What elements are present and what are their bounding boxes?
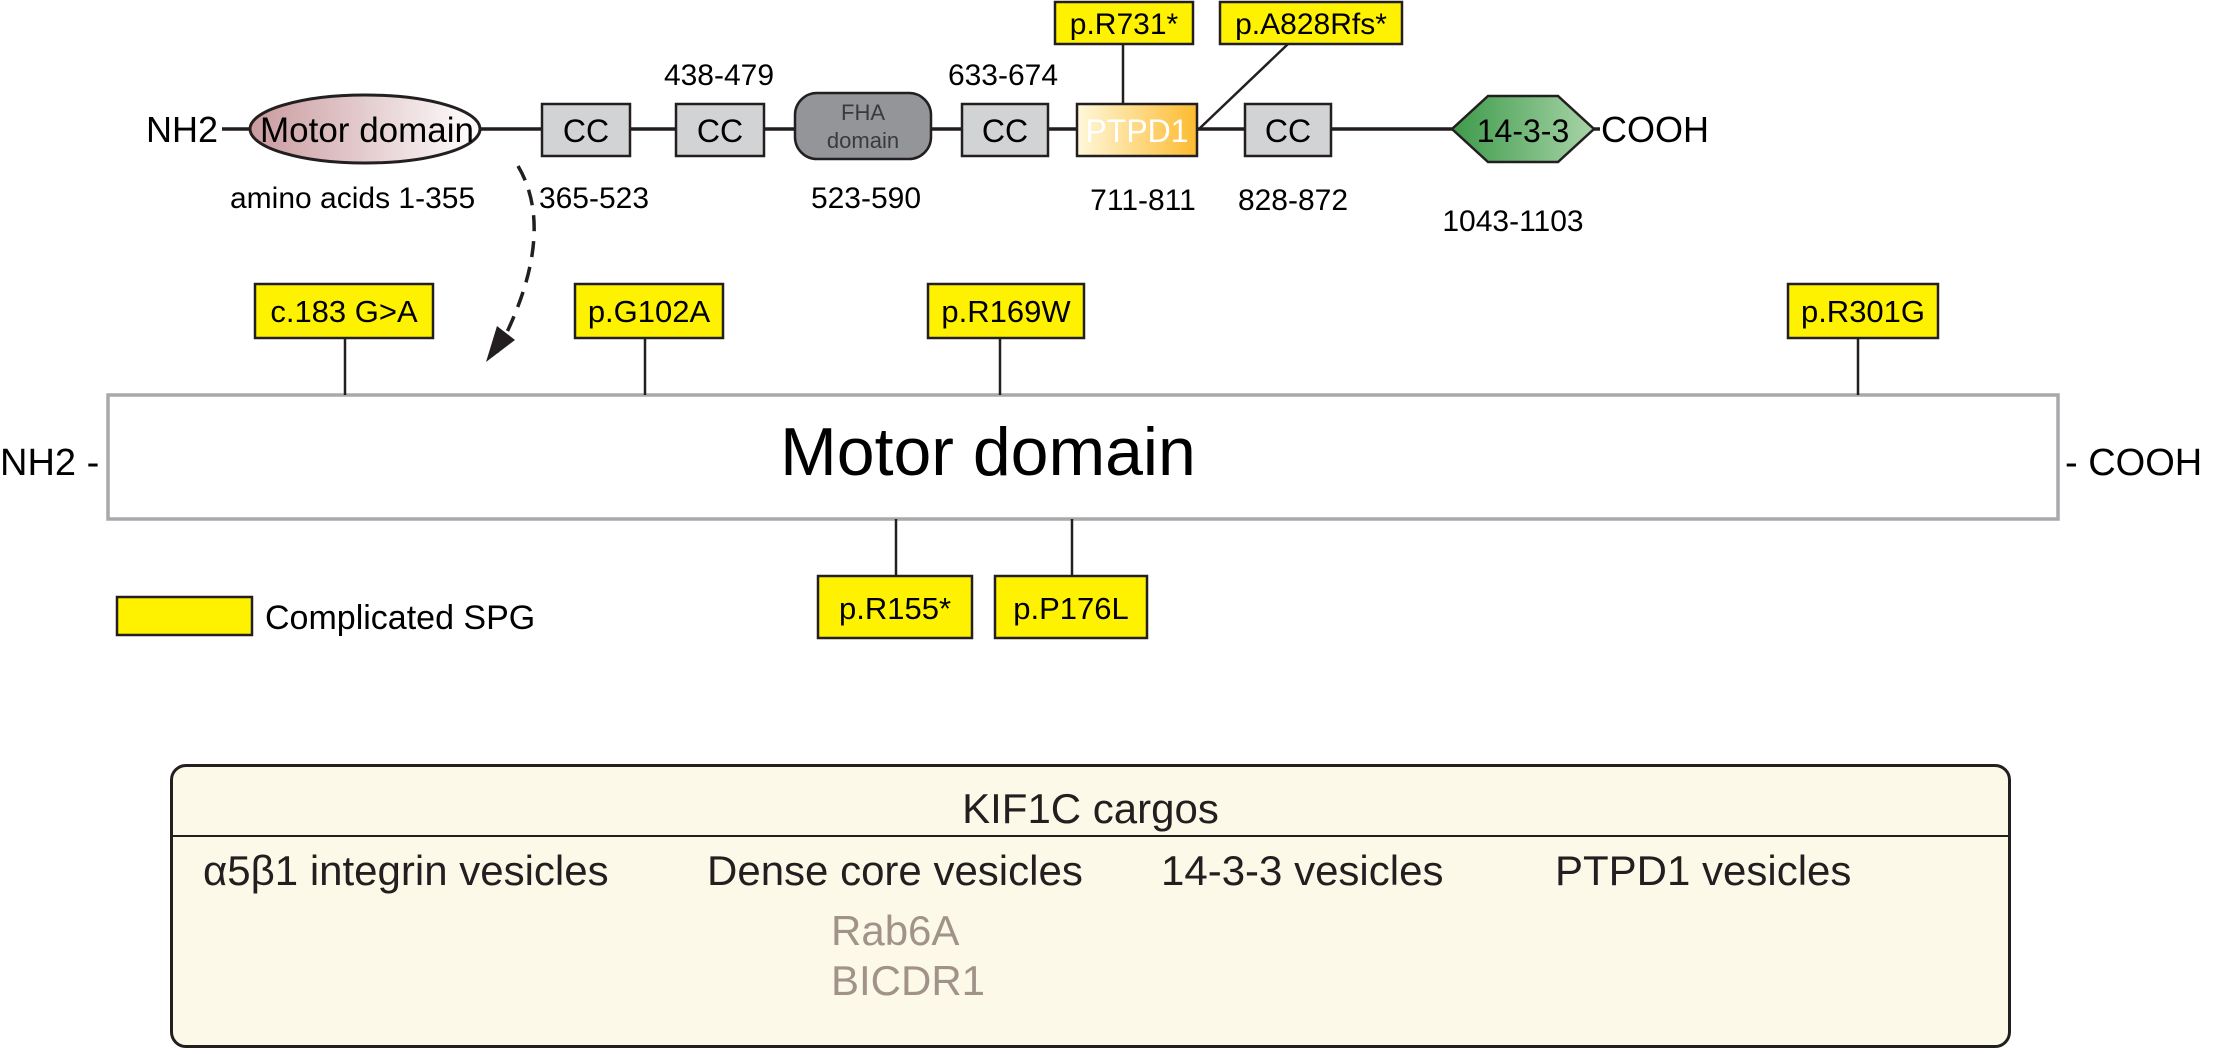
motor-domain-range: amino acids 1-355 (230, 182, 475, 215)
cargo-protein-bicdr1: BICDR1 (831, 957, 986, 1004)
mutation-r731-box (1053, 0, 1195, 46)
mutation-r301g-box (1786, 282, 1940, 340)
cc-domain-3 (960, 102, 1050, 158)
motor-detail-title: Motor domain (780, 414, 1196, 490)
cc-domain-2 (674, 102, 766, 158)
cargo-1433-vesicles: 14-3-3 vesicles (1161, 847, 1444, 894)
cc-domain-4-range: 828-872 (1238, 184, 1348, 217)
mutation-r155-label: p.R155* (839, 591, 951, 626)
zoom-arrow (495, 165, 536, 353)
cc-domain-1-label: CC (563, 113, 609, 149)
fha-domain (793, 91, 933, 161)
fha-domain-label: FHA (841, 100, 885, 125)
cargo-protein-rab6a: Rab6A (831, 907, 960, 954)
motor-detail-box (106, 393, 2060, 521)
cargo-divider (173, 835, 2008, 837)
fha-domain-range: 523-590 (811, 182, 921, 215)
mutation-r731-label: p.R731* (1070, 8, 1179, 41)
mutation-c183-label: c.183 G>A (270, 294, 418, 329)
cc-domain-4-label: CC (1265, 113, 1311, 149)
mutation-r169w-label: p.R169W (941, 294, 1071, 329)
fha-domain-label-2: domain (827, 128, 899, 153)
mutation-a828-connector (1199, 43, 1289, 129)
motor-detail-n-term: NH2 - (0, 442, 99, 484)
mutation-a828-label: p.A828Rfs* (1235, 8, 1387, 41)
zoom-arrow-head-icon (486, 326, 515, 362)
cc-domain-1-range: 365-523 (539, 182, 649, 215)
domain-1433-hexagon (1450, 94, 1596, 164)
cc-domain-3-range: 633-674 (948, 59, 1058, 92)
mutation-r155-box (816, 574, 974, 640)
cargo-panel: KIF1C cargos α5β1 integrin vesicles Dens… (170, 764, 2011, 1048)
mutation-r301g-label: p.R301G (1801, 294, 1925, 329)
cargo-ptpd1-vesicles: PTPD1 vesicles (1555, 847, 1852, 894)
cc-domain-2-range: 438-479 (664, 59, 774, 92)
n-terminus-label: NH2 (146, 109, 218, 150)
cargo-title: KIF1C cargos (962, 785, 1219, 832)
mutation-p176l-label: p.P176L (1013, 591, 1129, 626)
legend-label: Complicated SPG (265, 599, 535, 637)
motor-detail-c-term: - COOH (2065, 442, 2202, 484)
cc-domain-2-label: CC (697, 113, 743, 149)
cargo-dense-core-vesicles: Dense core vesicles (707, 847, 1083, 894)
motor-domain-ellipse (248, 93, 482, 165)
cc-domain-3-label: CC (982, 113, 1028, 149)
mutation-g102a-box (573, 282, 725, 340)
motor-domain-label: Motor domain (260, 111, 474, 150)
mutation-g102a-label: p.G102A (588, 294, 711, 329)
yellow-box-icon (115, 595, 254, 637)
mutation-c183-box (253, 282, 435, 340)
cargo-integrin-vesicles: α5β1 integrin vesicles (203, 847, 609, 894)
ptpd1-domain-label: PTPD1 (1085, 113, 1188, 149)
c-terminus-label: COOH (1601, 109, 1709, 150)
mutation-a828-box (1218, 0, 1404, 46)
domain-1433-label: 14-3-3 (1477, 113, 1570, 149)
mutation-p176l-box (993, 574, 1149, 640)
cc-domain-4 (1243, 102, 1333, 158)
ptpd1-domain (1075, 102, 1199, 158)
domain-1433-range: 1043-1103 (1442, 205, 1583, 238)
mutation-r169w-box (926, 282, 1086, 340)
ptpd1-domain-range: 711-811 (1090, 184, 1196, 217)
cc-domain-1 (540, 102, 632, 158)
